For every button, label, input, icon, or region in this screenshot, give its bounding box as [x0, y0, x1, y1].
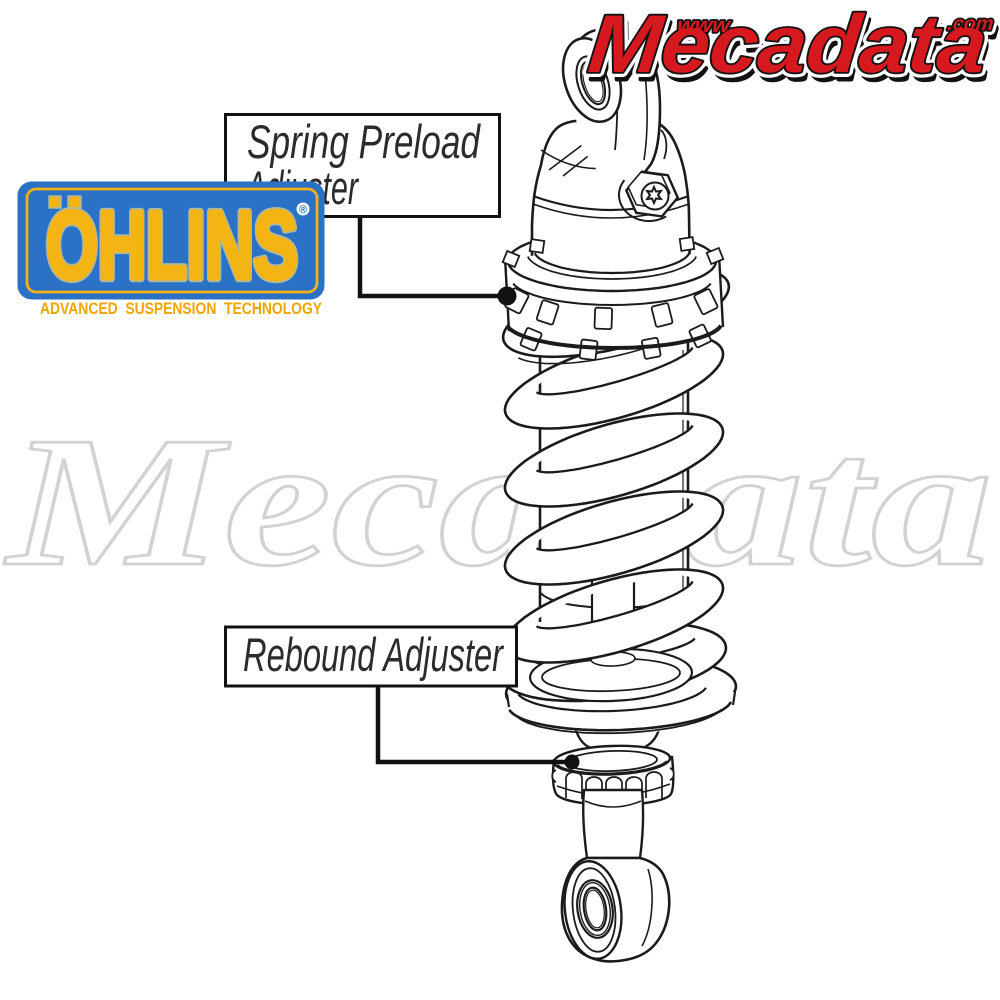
svg-text:Mecadata: Mecadata — [4, 399, 993, 605]
svg-text:www.: www. — [676, 14, 736, 37]
svg-text:Mecadata: Mecadata — [585, 0, 992, 90]
svg-text:www.: www. — [676, 14, 736, 37]
svg-text:Spring Preload: Spring Preload — [247, 115, 481, 168]
svg-text:www.: www. — [676, 14, 736, 37]
svg-text:www.: www. — [679, 21, 739, 44]
svg-text:.com: .com — [946, 13, 994, 35]
svg-text:.com: .com — [946, 13, 994, 35]
svg-text:Mecadata: Mecadata — [588, 6, 995, 97]
svg-text:®: ® — [299, 204, 307, 216]
svg-text:Mecadata: Mecadata — [585, 0, 992, 90]
svg-text:OHLINS: OHLINS — [46, 192, 298, 299]
svg-text:.com: .com — [950, 20, 998, 42]
svg-text:Mecadata: Mecadata — [585, 0, 992, 90]
svg-text:Rebound Adjuster: Rebound Adjuster — [243, 628, 505, 681]
svg-text:OHLINS: OHLINS — [46, 192, 298, 299]
svg-text:.com: .com — [946, 13, 994, 35]
svg-text:ADVANCED SUSPENSION TECHNOLO: ADVANCED SUSPENSION TECHNOLOGY — [40, 299, 323, 318]
